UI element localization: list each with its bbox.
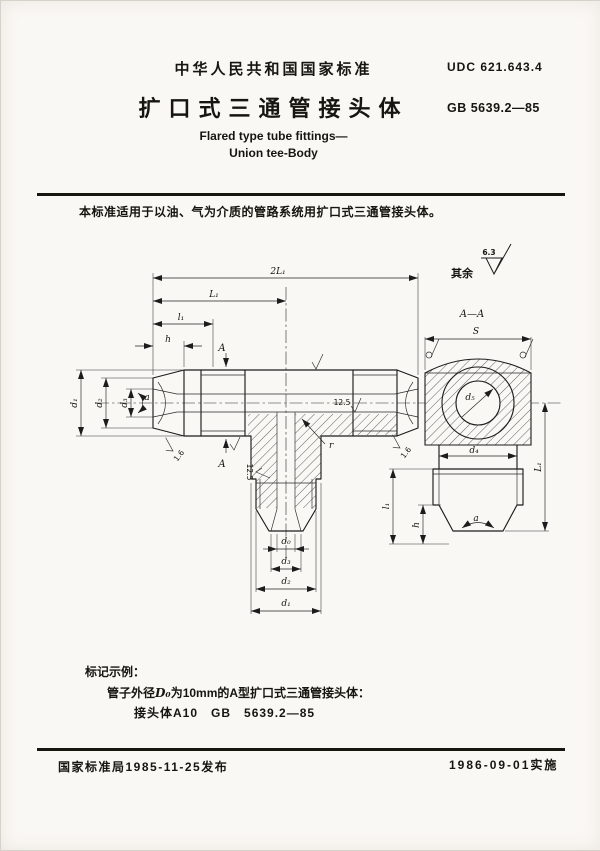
dim-label-d3: d₃: [120, 398, 130, 408]
roughness-prefix-label: 其余: [451, 268, 473, 280]
branch-bore-lines: [256, 412, 316, 532]
marking-example-line1: 管子外径D₀为10mm的A型扩口式三通管接头体：: [107, 686, 371, 700]
english-subtitle-line2: Union tee-Body: [229, 146, 318, 160]
national-standard-heading: 中华人民共和国国家标准: [174, 61, 373, 78]
dim-label-h-side: h: [412, 522, 422, 528]
dim-label-d0: d₀: [281, 537, 291, 547]
footer-implementation-date: 1986-09-01实施: [449, 758, 559, 772]
scope-statement: 本标准适用于以油、气为介质的管路系统用扩口式三通管接头体。: [79, 205, 442, 219]
roughness-symbol-icon: 6.3: [481, 243, 512, 276]
branch-outline: [250, 435, 322, 532]
section-hatch-left: [248, 414, 277, 508]
svg-text:1.6: 1.6: [399, 445, 414, 460]
dim-label-2L1: 2L₁: [269, 267, 285, 277]
finish-symbol-icon: [425, 338, 440, 359]
bore-circle: [455, 380, 501, 426]
radius-label-r: r: [329, 441, 334, 451]
finish-symbol-icon: [519, 338, 534, 359]
dim-label-S: S: [473, 327, 479, 337]
roughness-12-5-branch: 12.5: [245, 464, 271, 481]
dim-label-d1-branch: d₁: [281, 599, 290, 609]
marking-example-heading: 标记示例：: [85, 665, 146, 679]
page-title: 扩口式三通管接头体: [138, 96, 409, 121]
dim-label-d1: d₁: [70, 398, 80, 407]
boss-circle: [441, 366, 515, 440]
section-view-title: A—A: [459, 309, 484, 320]
dim-label-L1: L₁: [208, 290, 219, 300]
footer-divider: [37, 748, 565, 751]
angle-label-a: a: [144, 393, 149, 403]
header-divider: [37, 193, 565, 196]
dim-label-d3-branch: d₃: [281, 557, 291, 567]
footer-issue-date: 国家标准局1985-11-25发布: [58, 760, 229, 774]
roughness-value: 6.3: [482, 248, 495, 257]
dim-label-l1: l₁: [178, 313, 185, 323]
dim-label-L1-side: L₁: [534, 462, 544, 473]
dim-label-d2-branch: d₂: [281, 577, 291, 587]
standard-number: GB 5639.2—85: [447, 101, 540, 115]
angle-label-a-side: a: [473, 514, 478, 524]
svg-text:12.5: 12.5: [245, 464, 254, 481]
marking-example-line2: 接头体A10 GB 5639.2—85: [134, 706, 316, 720]
roughness-check-icon: [229, 436, 241, 451]
dim-label-d5: d₅: [465, 393, 475, 403]
roughness-check-icon: [311, 353, 324, 370]
bore-and-flare-lines: [152, 381, 419, 425]
thread-crest-lines: [201, 374, 397, 432]
svg-text:1.6: 1.6: [172, 448, 187, 463]
roughness-1-6-left: 1.6: [165, 437, 187, 463]
dim-label-d4: d₄: [469, 446, 479, 456]
surface-roughness-note: 其余 6.3: [451, 241, 523, 281]
roughness-12-5-label: 12.5: [334, 398, 351, 407]
dim-label-l1-side: l₁: [382, 503, 392, 510]
section-arrow-label-top: A: [217, 343, 225, 354]
d0-variable: D₀: [155, 686, 171, 700]
roughness-1-6-right: 1.6: [392, 434, 414, 460]
technical-drawing: 2L₁ L₁ l₁ h d₁ d₂ d₃ a A A: [70, 267, 561, 614]
dim-label-d2: d₂: [95, 398, 105, 408]
english-subtitle-line1: Flared type tube fittings—: [199, 129, 348, 143]
section-view-a-a: A—A d₅ S: [382, 309, 549, 545]
udc-number: UDC 621.643.4: [447, 60, 543, 74]
section-arrow-label-bottom: A: [217, 459, 225, 470]
run-outline: [152, 369, 419, 437]
roughness-check-icon: [350, 397, 362, 413]
dim-label-h: h: [165, 335, 171, 345]
